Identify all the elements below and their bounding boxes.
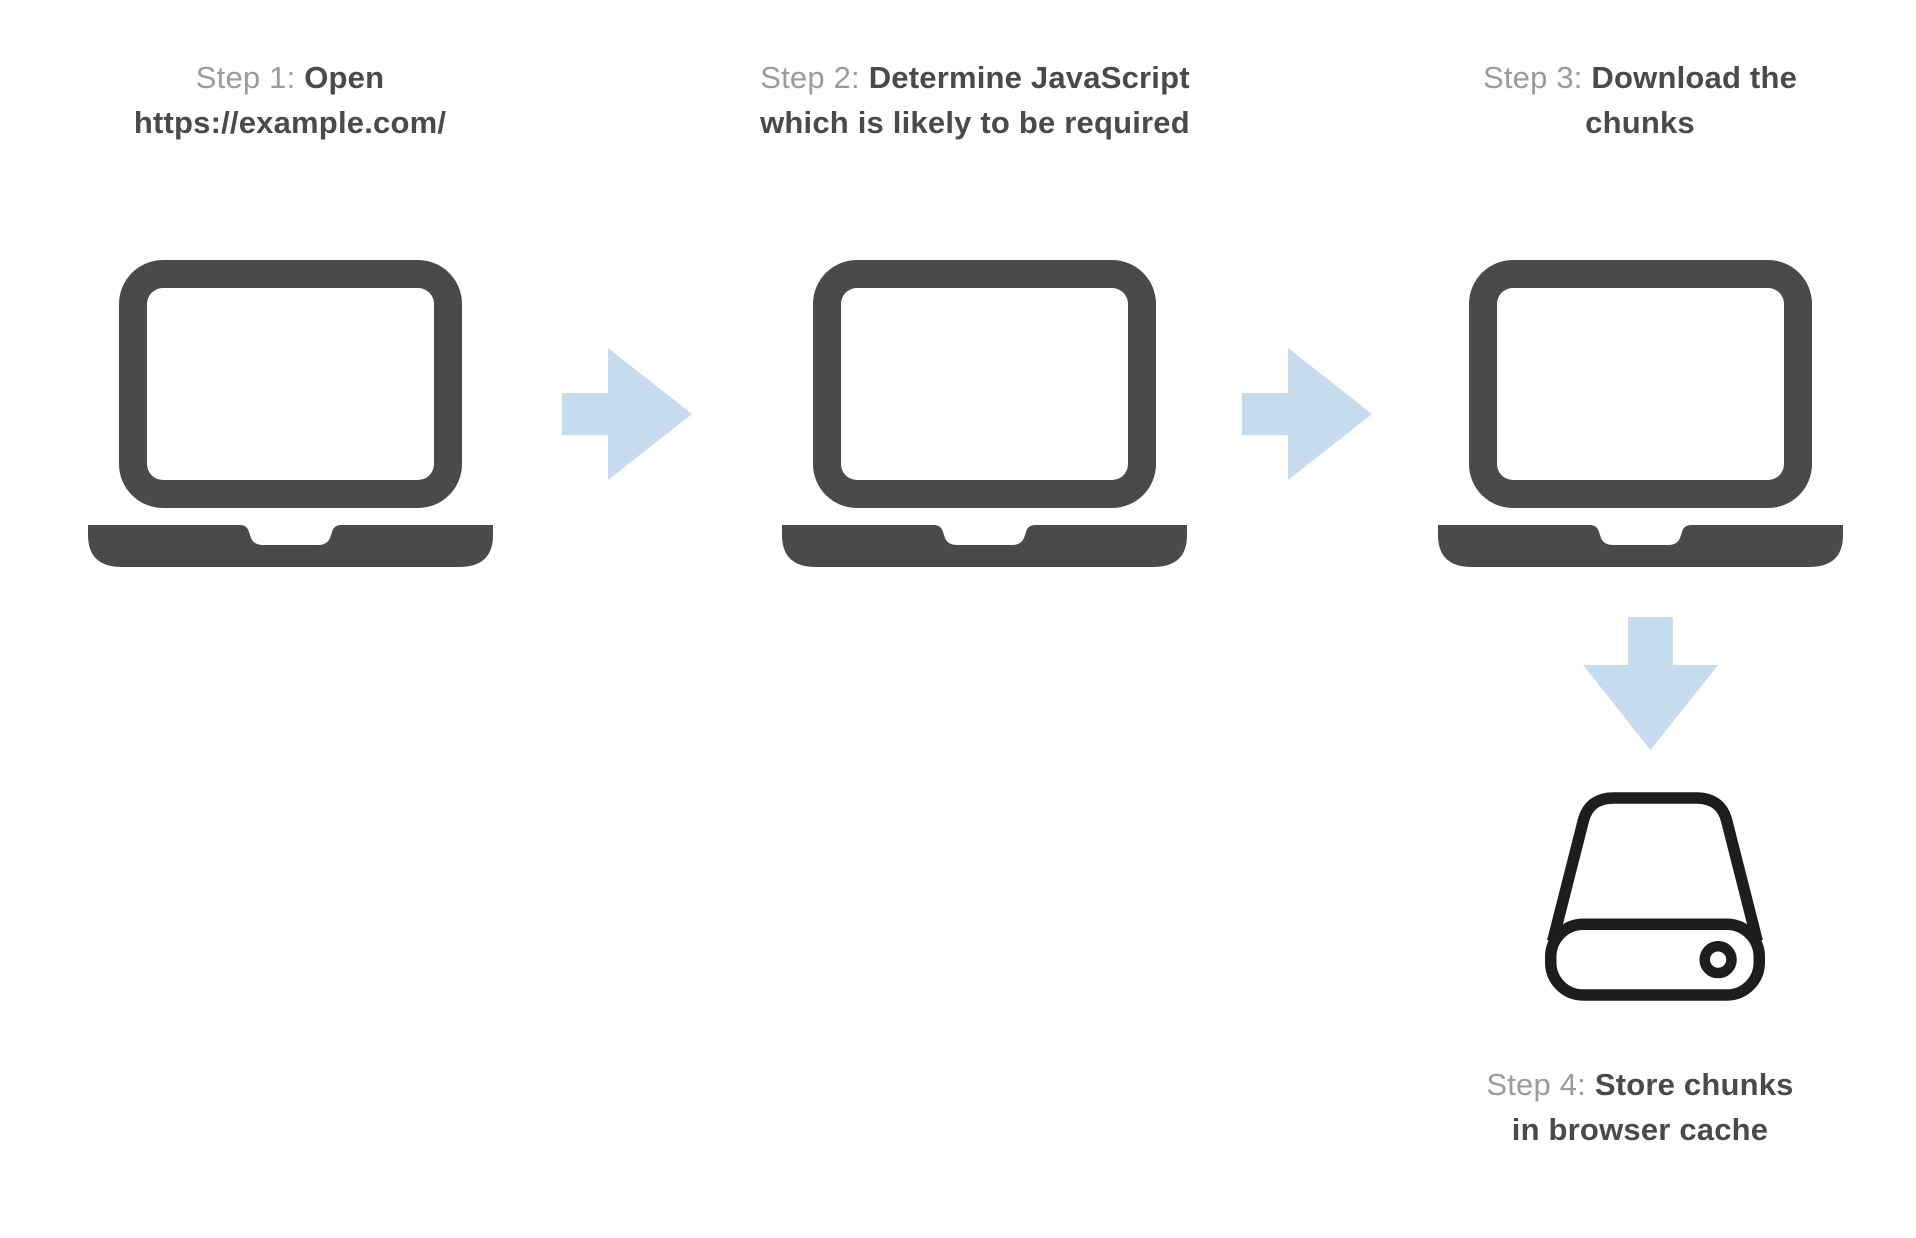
step-3-prefix: Step 3:: [1482, 60, 1583, 95]
arrow-right-icon: [562, 348, 692, 480]
laptop-icon: [1438, 260, 1843, 567]
step-4-title-line-1: Store chunks: [1594, 1067, 1794, 1102]
step-2-prefix: Step 2:: [760, 60, 860, 95]
step-3-title-line-2: chunks: [1585, 105, 1695, 140]
step-2-label: Step 2: Determine JavaScript which is li…: [665, 55, 1285, 145]
step-1-label: Step 1: Open https://example.com/: [55, 55, 525, 145]
step-1-label-line-2: https://example.com/: [55, 100, 525, 145]
step-3-label-line-1: Step 3: Download the: [1425, 55, 1855, 100]
step-4-label-line-2: in browser cache: [1425, 1107, 1855, 1152]
hard-drive-icon: [1545, 790, 1765, 1003]
step-2-label-line-1: Step 2: Determine JavaScript: [665, 55, 1285, 100]
step-4-prefix: Step 4:: [1486, 1067, 1586, 1102]
step-4-title-line-2: in browser cache: [1511, 1112, 1769, 1147]
step-3-label: Step 3: Download the chunks: [1425, 55, 1855, 145]
laptop-icon: [88, 260, 493, 567]
step-4-label: Step 4: Store chunks in browser cache: [1425, 1062, 1855, 1152]
step-2-label-line-2: which is likely to be required: [665, 100, 1285, 145]
step-3-label-line-2: chunks: [1425, 100, 1855, 145]
step-4-label-line-1: Step 4: Store chunks: [1425, 1062, 1855, 1107]
laptop-icon: [782, 260, 1187, 567]
step-3-title-line-1: Download the: [1591, 60, 1798, 95]
step-1-title-line-1: Open: [304, 60, 385, 95]
step-1-title-line-2: https://example.com/: [133, 105, 447, 140]
arrow-down-icon: [1583, 617, 1718, 750]
step-1-prefix: Step 1:: [195, 60, 296, 95]
step-2-title-line-2: which is likely to be required: [760, 105, 1190, 140]
arrow-right-icon: [1242, 348, 1372, 480]
step-2-title-line-1: Determine JavaScript: [868, 60, 1190, 95]
step-1-label-line-1: Step 1: Open: [55, 55, 525, 100]
